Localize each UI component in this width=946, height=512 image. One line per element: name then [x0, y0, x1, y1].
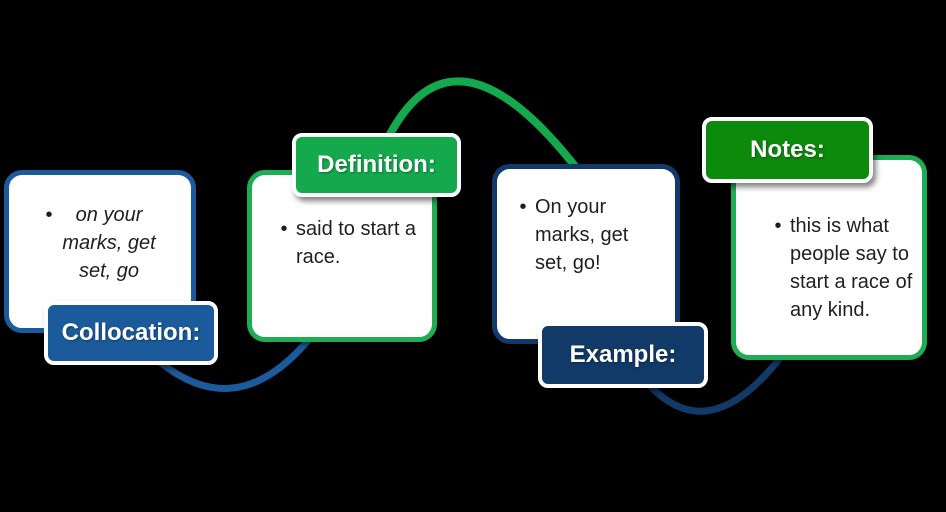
bullet-marker: • [45, 204, 53, 226]
collocation-label-badge: Collocation: [44, 301, 218, 365]
notes-card-content: • this is what people say to start a rac… [770, 212, 922, 324]
definition-card-text: said to start a race. [296, 218, 417, 268]
notes-card-text: this is what people say to start a race … [790, 215, 913, 321]
collocation-card: • on your marks, get set, go [4, 170, 196, 333]
notes-label-badge: Notes: [702, 117, 873, 183]
notes-card: • this is what people say to start a rac… [731, 155, 927, 360]
example-label-badge: Example: [538, 322, 708, 388]
connector-arc-definition-example [382, 77, 582, 173]
connector-arc-collocation-definition [157, 335, 313, 392]
collocation-card-content: • on your marks, get set, go [9, 201, 191, 285]
definition-card-content: • said to start a race. [276, 215, 432, 271]
definition-label-badge: Definition: [292, 133, 461, 197]
bullet-marker: • [280, 218, 288, 240]
definition-card: • said to start a race. [247, 170, 437, 342]
collocation-card-text: on your marks, get set, go [62, 204, 156, 282]
example-card: • On your marks, get set, go! [492, 164, 680, 344]
example-card-text: On your marks, get set, go! [535, 196, 629, 274]
connector-arc-example-notes [642, 355, 783, 415]
example-card-content: • On your marks, get set, go! [515, 193, 675, 277]
bullet-marker: • [519, 196, 527, 218]
bullet-marker: • [774, 215, 782, 237]
